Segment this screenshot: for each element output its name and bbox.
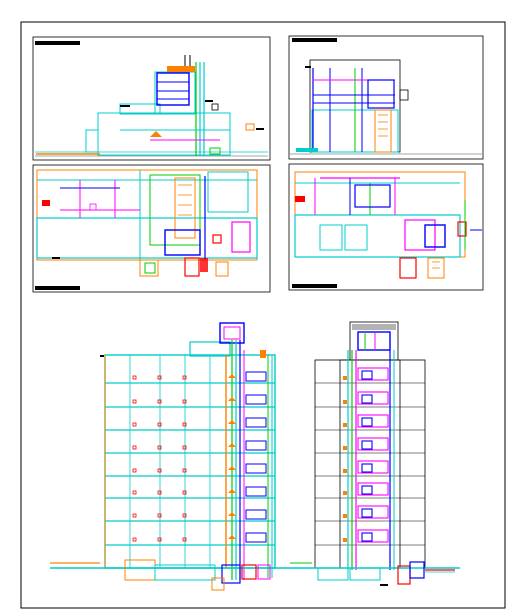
floor-fixtures xyxy=(228,371,267,543)
panel-title-block xyxy=(292,284,337,288)
panel-title-block xyxy=(35,41,80,45)
tank-symbol xyxy=(156,72,190,106)
sheet-border xyxy=(20,21,506,609)
panel-title-block xyxy=(292,38,337,42)
panel-title-block xyxy=(35,286,80,290)
panel-mid-right xyxy=(288,163,484,291)
panel-tower-right xyxy=(290,321,460,586)
floor-fixtures-right xyxy=(357,367,389,543)
valve-symbol xyxy=(212,234,222,244)
panel-upper-left xyxy=(32,36,271,161)
panel-mid-left xyxy=(32,164,271,293)
panel-upper-right xyxy=(288,35,484,160)
panel-tower-left xyxy=(50,322,290,591)
fixture-symbol xyxy=(132,375,187,542)
